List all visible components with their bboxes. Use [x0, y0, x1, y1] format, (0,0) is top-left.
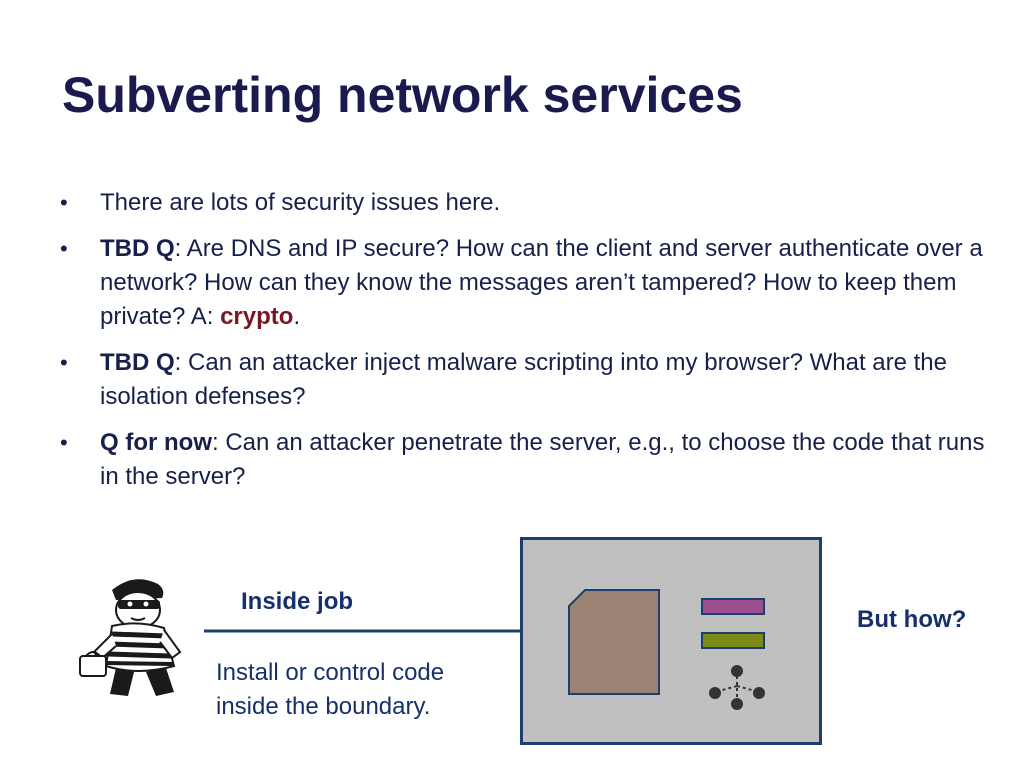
- bullet-text: : Can an attacker inject malware scripti…: [100, 349, 947, 410]
- bullet-lead: TBD Q: [100, 349, 175, 376]
- bullet-item: TBD Q: Can an attacker inject malware sc…: [58, 346, 988, 414]
- bullet-lead: Q for now: [100, 429, 212, 456]
- olive-bar: [701, 632, 765, 649]
- bullet-text: : Are DNS and IP secure? How can the cli…: [100, 235, 983, 330]
- arrow-label: Inside job: [241, 588, 354, 615]
- bullet-highlight: crypto: [220, 303, 294, 330]
- bullet-tail: .: [293, 303, 301, 330]
- question-label: But how?: [857, 606, 967, 633]
- purple-bar: [701, 598, 765, 615]
- diagram-caption: Install or control code inside the bound…: [216, 656, 444, 724]
- bullet-text: : Can an attacker penetrate the server, …: [100, 429, 985, 490]
- bullet-lead: TBD Q: [100, 235, 175, 262]
- caption-line: Install or control code: [216, 659, 445, 686]
- document-icon: [568, 589, 660, 695]
- robber-icon: [79, 579, 182, 696]
- bullet-text: There are lots of security issues here.: [100, 189, 501, 216]
- slide-title: Subverting network services: [62, 67, 743, 123]
- bullet-item: Q for now: Can an attacker penetrate the…: [58, 426, 988, 494]
- network-icon: [709, 665, 765, 710]
- server-boundary: [520, 537, 822, 745]
- bullet-item: TBD Q: Are DNS and IP secure? How can th…: [58, 232, 988, 334]
- caption-line: inside the boundary.: [216, 693, 431, 720]
- bullet-item: There are lots of security issues here.: [58, 186, 988, 220]
- bullet-list: There are lots of security issues here. …: [58, 186, 988, 506]
